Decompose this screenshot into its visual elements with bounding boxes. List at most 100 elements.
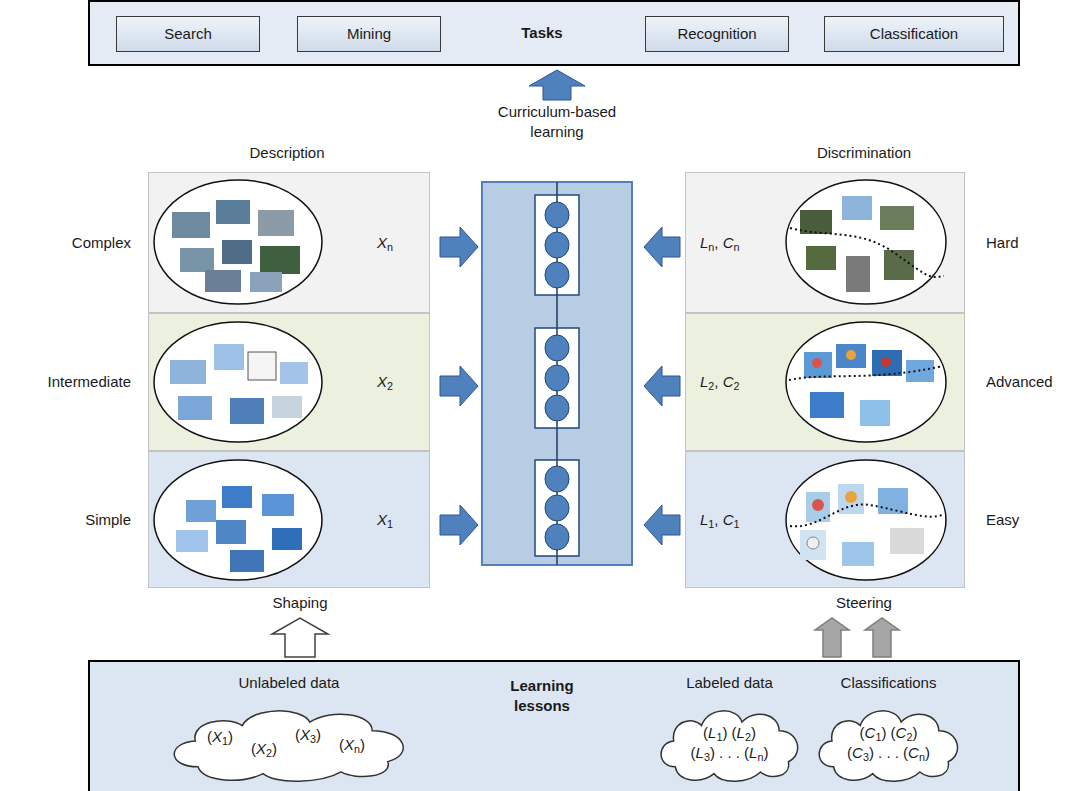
photo [810,392,844,418]
balloon [845,491,857,503]
cloud-outline [661,711,798,781]
block-arrow [815,618,849,657]
unit [545,524,569,550]
balloon [812,358,822,368]
cloud-title: Classifications [841,674,937,692]
photo [214,344,244,370]
data-symbol: X2 [377,373,393,391]
bar-title: Tasks [521,24,562,42]
level-band: L1, C1Easy [685,451,965,588]
task-box: Search [116,16,260,52]
unit [545,335,569,361]
photo [836,344,866,368]
class-boundary [790,504,944,526]
photo [878,488,908,514]
cloud-title: Labeled data [686,674,773,692]
symbol-letter: L [700,373,708,390]
block-arrow [440,366,478,406]
photo [804,352,832,378]
image-set [154,460,322,580]
task-label: Classification [870,25,958,43]
symbol-index: n [757,751,763,763]
photo [880,206,914,230]
panel-heading: Discrimination [817,144,911,162]
photo [205,270,241,292]
block-arrow [644,227,680,267]
balloon [807,537,819,549]
class-boundary [790,228,944,277]
symbol-letter: X [300,726,310,743]
layer-box [535,460,579,556]
symbol-index: 3 [863,751,869,763]
symbol-index: 2 [708,380,714,392]
data-item: (X1) [207,728,233,746]
unit [545,202,569,228]
block-arrow [272,618,328,657]
level-label: Advanced [986,373,1053,391]
symbol-letter: C [852,744,863,761]
level-label: Easy [986,511,1019,529]
unit [545,262,569,288]
learner-column [482,182,632,565]
data-item: (C1) (C2) [860,724,918,742]
photo [248,352,276,380]
symbol-letter: X [377,373,387,390]
band-ground [685,313,965,451]
block-arrow [644,505,680,545]
band-ground [685,172,965,313]
symbol-index: n [708,240,714,252]
task-label: Mining [347,25,391,43]
stage-label: Curriculum-based learning [482,102,632,142]
photo [842,542,874,566]
band-ground [148,451,430,588]
level-label: Complex [72,234,131,252]
layer-box [535,195,579,295]
band-ground [148,313,430,451]
data-symbol: L2, C2 [700,373,740,391]
photo [178,396,212,420]
photo [216,520,246,544]
photo [222,486,252,508]
photo [842,196,872,220]
image-set [786,322,946,442]
photo [872,350,902,376]
symbol-letter: L [696,744,704,761]
photo [180,248,214,272]
balloon [846,350,856,360]
task-box: Mining [297,16,441,52]
data-symbol: L1, C1 [700,511,740,529]
symbol-index: n [354,743,360,755]
photo [806,492,830,522]
photo [800,530,826,560]
photo [272,528,302,550]
panel-footer: Shaping [272,594,327,612]
task-box: Classification [824,16,1004,52]
band-ground [685,451,965,588]
task-label: Search [164,25,212,43]
data-cloud: Unlabeled data(X1)(X2)(X3)(Xn) [159,698,419,784]
level-label: Intermediate [48,373,131,391]
band-ground [148,172,430,313]
data-item: (C3) . . . (Cn) [847,744,930,762]
data-item: (L1) (L2) [703,724,756,742]
symbol-index: 1 [708,517,714,529]
symbol-index: 2 [745,731,751,743]
symbol-letter: C [908,744,919,761]
level-label: Hard [986,234,1019,252]
photo [884,250,914,280]
data-cloud: Classifications(C1) (C2)(C3) . . . (Cn) [810,698,967,784]
photo [176,530,208,552]
photo [258,210,294,236]
symbol-letter: X [344,736,354,753]
symbol-index: 1 [222,735,228,747]
data-symbol: Xn [377,234,393,252]
class-boundary [789,366,943,380]
task-label: Recognition [677,25,756,43]
symbol-index: 2 [266,747,272,759]
cloud-outline [819,711,957,781]
symbol-letter: X [377,511,387,528]
box-title: Learning lessons [502,676,582,716]
photo [280,362,308,384]
description-panel: DescriptionShapingComplexXnIntermediateX… [148,140,430,615]
level-label: Simple [85,511,131,529]
